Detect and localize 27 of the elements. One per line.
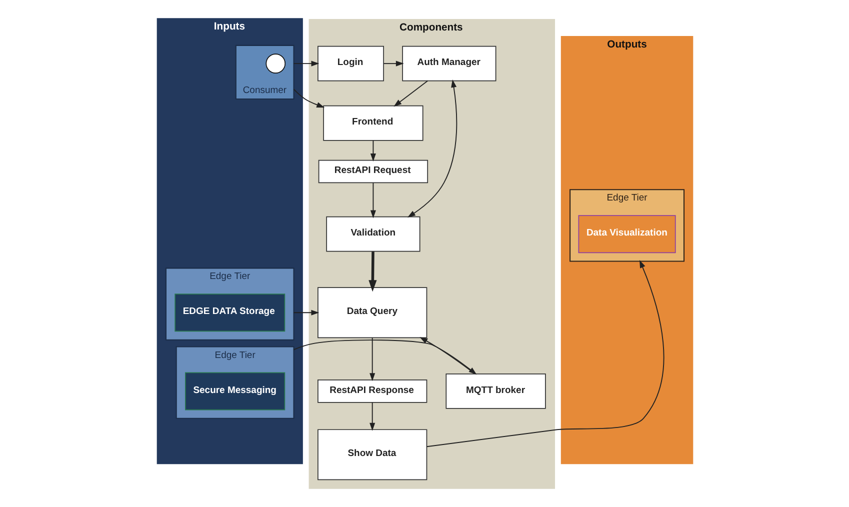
- arrow: [370, 182, 376, 218]
- arrow: [426, 260, 664, 448]
- arrow: [406, 80, 457, 218]
- arrow: [369, 402, 375, 431]
- node-box: RestAPI Response: [317, 380, 427, 403]
- arrow: [419, 337, 475, 374]
- node-box: Secure Messaging: [184, 372, 285, 410]
- arrow: [370, 140, 376, 162]
- node-box: MQTT broker: [445, 374, 546, 409]
- arrow: [382, 60, 404, 66]
- node-box: Login: [317, 46, 384, 82]
- node-box: EDGE DATA Storage: [174, 294, 285, 332]
- arrow: [292, 310, 319, 316]
- node-box: Show Data: [317, 429, 427, 480]
- arrow: [369, 337, 375, 382]
- arrow: [292, 60, 319, 66]
- node-box: Data Query: [317, 287, 427, 338]
- node-box: Data Visualization: [578, 215, 676, 254]
- arrow: [393, 80, 428, 107]
- arrow: [292, 88, 324, 108]
- node-box: Validation: [326, 216, 420, 252]
- node-box: RestAPI Request: [318, 160, 428, 184]
- node-person: [265, 54, 286, 74]
- node-box: Frontend: [322, 105, 423, 141]
- arrow: [368, 252, 376, 292]
- node-box: Auth Manager: [402, 46, 496, 82]
- cluster: Consumer: [234, 44, 294, 100]
